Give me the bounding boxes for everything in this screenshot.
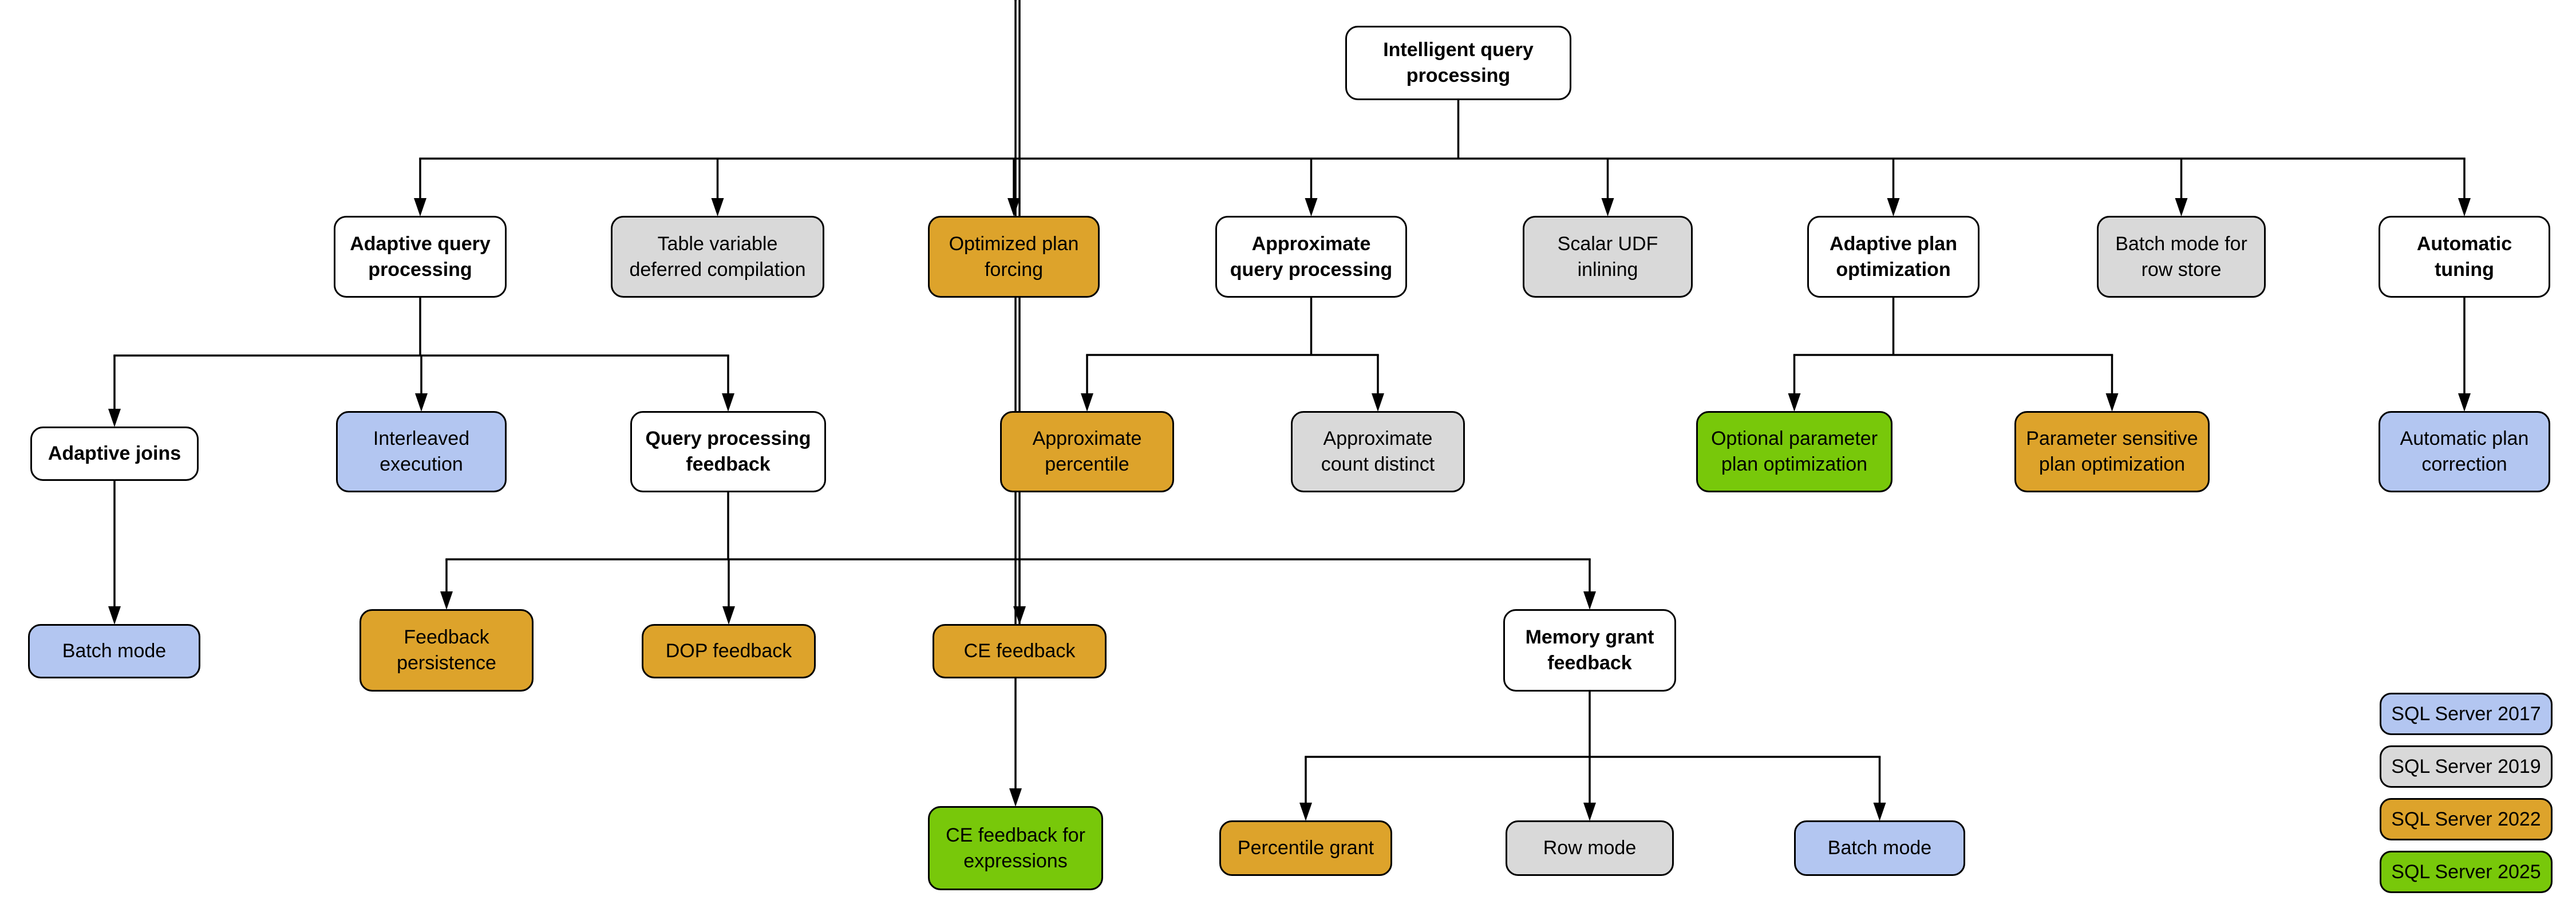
connector-adaptive-joins [108, 481, 121, 625]
connector-approximate-query-processing [1081, 298, 1384, 412]
legend-sql-server-2019: SQL Server 2019 [2380, 745, 2553, 788]
legend-sql-server-2017: SQL Server 2017 [2380, 693, 2553, 735]
node-optional-parameter-plan-optimization: Optional parameter plan optimization [1696, 411, 1893, 492]
node-ce-feedback: CE feedback [933, 624, 1107, 678]
connector-adaptive-query-processing [108, 298, 734, 427]
connector-ce-feedback [1009, 0, 1022, 807]
node-batch-mode-adaptive: Batch mode [28, 624, 200, 678]
legend-sql-server-2022: SQL Server 2022 [2380, 798, 2553, 840]
node-adaptive-plan-optimization: Adaptive plan optimization [1807, 216, 1980, 298]
node-adaptive-query-processing: Adaptive query processing [334, 216, 507, 298]
connector-query-processing-feedback [440, 492, 1596, 625]
legend-sql-server-2025: SQL Server 2025 [2380, 851, 2553, 893]
node-automatic-tuning: Automatic tuning [2379, 216, 2550, 298]
node-query-processing-feedback: Query processing feedback [630, 411, 826, 492]
node-interleaved-execution: Interleaved execution [336, 411, 507, 492]
node-ce-feedback-for-expressions: CE feedback for expressions [928, 806, 1103, 890]
node-scalar-udf-inlining: Scalar UDF inlining [1523, 216, 1693, 298]
node-table-variable-deferred-compilation: Table variable deferred compilation [611, 216, 824, 298]
node-intelligent-query-processing: Intelligent query processing [1345, 26, 1571, 100]
connector-intelligent-query-processing [414, 100, 2471, 216]
node-memory-grant-feedback: Memory grant feedback [1503, 609, 1676, 692]
node-batch-mode-memory-grant: Batch mode [1794, 820, 1965, 876]
node-feedback-persistence: Feedback persistence [359, 609, 534, 692]
node-dop-feedback: DOP feedback [642, 624, 816, 678]
node-approximate-query-processing: Approximate query processing [1215, 216, 1407, 298]
connector-adaptive-plan-optimization [1788, 298, 2119, 412]
node-approximate-percentile: Approximate percentile [1000, 411, 1174, 492]
node-automatic-plan-correction: Automatic plan correction [2379, 411, 2550, 492]
node-adaptive-joins: Adaptive joins [30, 427, 199, 481]
node-approximate-count-distinct: Approximate count distinct [1291, 411, 1465, 492]
node-row-mode: Row mode [1506, 820, 1674, 876]
connector-memory-grant-feedback [1299, 692, 1886, 821]
node-batch-mode-for-row-store: Batch mode for row store [2097, 216, 2266, 298]
node-percentile-grant: Percentile grant [1219, 820, 1392, 876]
node-parameter-sensitive-plan-optimization: Parameter sensitive plan optimization [2014, 411, 2210, 492]
connector-automatic-tuning [2458, 298, 2471, 412]
node-optimized-plan-forcing: Optimized plan forcing [928, 216, 1100, 298]
